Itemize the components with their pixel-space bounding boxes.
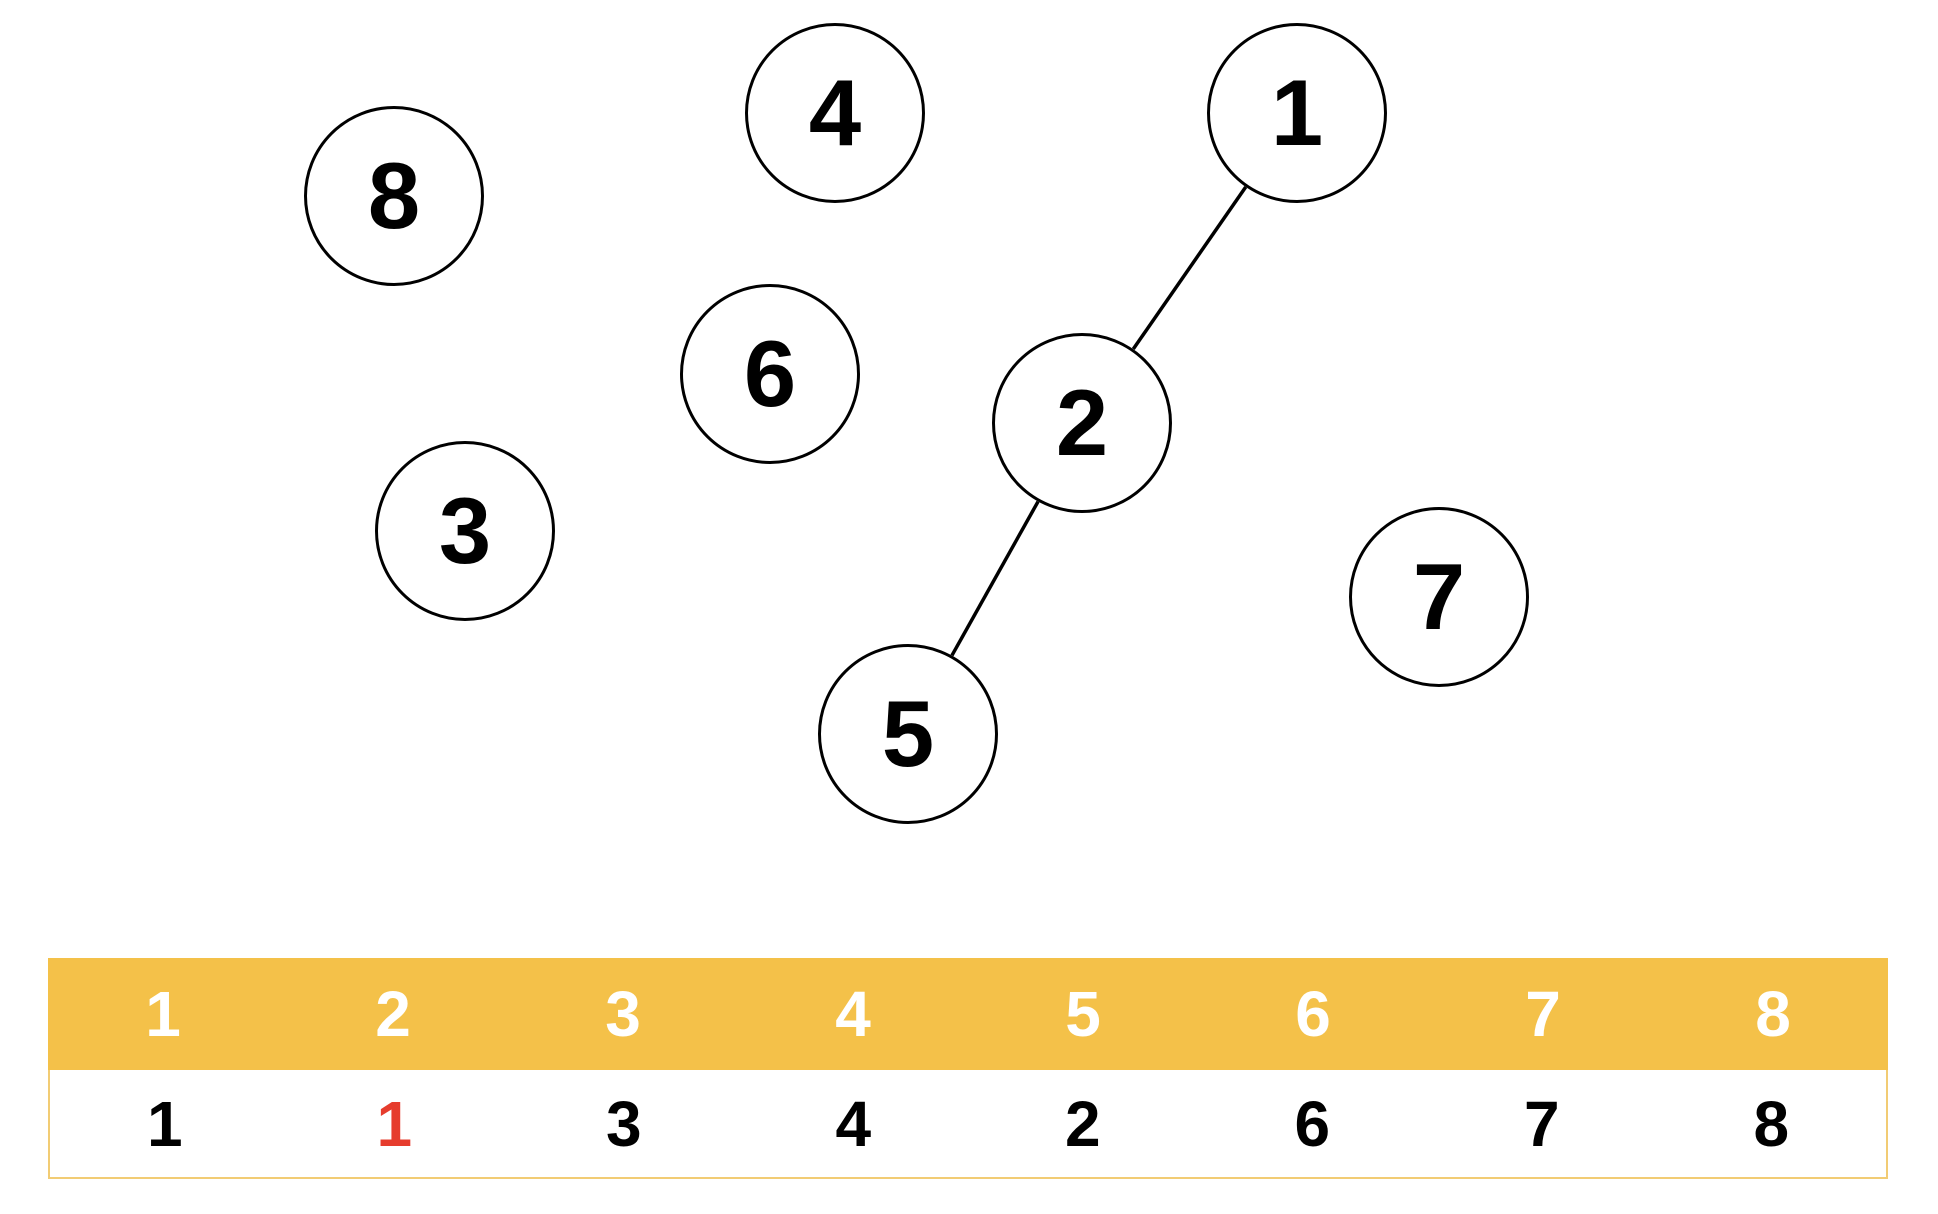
header-cell-8: 8 [1755, 978, 1791, 1050]
value-cell-8: 8 [1753, 1087, 1790, 1160]
value-cell-3: 3 [605, 1087, 642, 1160]
graph-node-2: 2 [992, 333, 1172, 513]
header-cell-3: 3 [605, 978, 641, 1050]
value-cell-6: 6 [1294, 1087, 1331, 1160]
edge-2-5 [950, 500, 1040, 657]
graph-node-3: 3 [375, 441, 555, 621]
graph-node-4: 4 [745, 23, 925, 203]
graph-node-5: 5 [818, 644, 998, 824]
header-cell-6: 6 [1295, 978, 1331, 1050]
value-cell-2: 1 [376, 1087, 413, 1160]
graph-node-6: 6 [680, 284, 860, 464]
value-cell-5: 2 [1064, 1087, 1101, 1160]
header-cell-2: 2 [375, 978, 411, 1050]
table-value-row: 1 1 3 4 2 6 7 8 [48, 1070, 1888, 1179]
edge-1-2 [1131, 185, 1248, 351]
graph-node-1: 1 [1207, 23, 1387, 203]
graph-node-8: 8 [304, 106, 484, 286]
parent-table: 1 2 3 4 5 6 7 8 1 1 3 4 2 6 7 8 [48, 958, 1888, 1179]
value-cell-1: 1 [146, 1087, 183, 1160]
value-cell-4: 4 [835, 1087, 872, 1160]
value-cell-7: 7 [1523, 1087, 1560, 1160]
header-cell-5: 5 [1065, 978, 1101, 1050]
header-cell-1: 1 [145, 978, 181, 1050]
graph-node-7: 7 [1349, 507, 1529, 687]
header-cell-4: 4 [835, 978, 871, 1050]
header-cell-7: 7 [1525, 978, 1561, 1050]
table-header-row: 1 2 3 4 5 6 7 8 [48, 958, 1888, 1070]
